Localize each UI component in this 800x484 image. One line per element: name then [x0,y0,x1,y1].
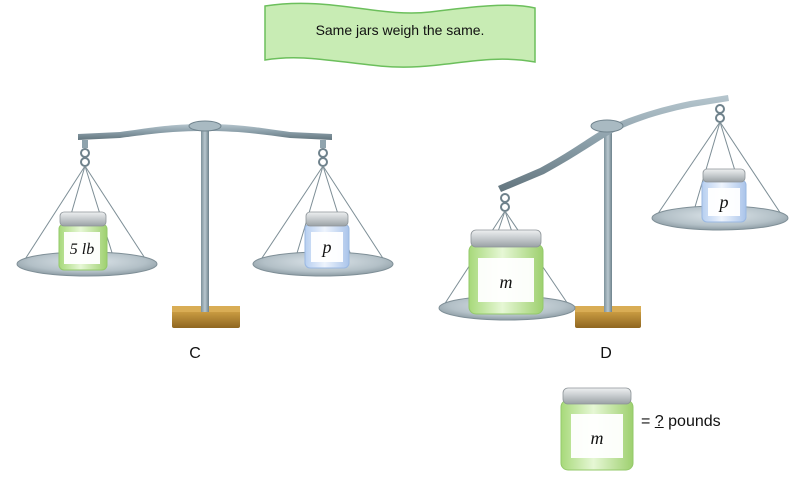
scale-c-right-jar: p [304,211,350,269]
scale-d-right-jar: p [701,168,747,223]
answer-line: = ? pounds [641,413,721,431]
scale-c-left-jar: 5 lb [58,211,108,271]
scale-d-left-jar: m [468,229,544,315]
scale-d-right-hook [715,104,725,123]
answer-jar-label: m [591,428,604,448]
banner [264,2,536,68]
equals-sign: = [641,413,651,430]
scale-c: 5 lb p [16,120,394,328]
answer-jar: m [560,387,634,471]
scale-c-right-jar-label: p [321,237,332,257]
answer-blank[interactable]: ? [654,413,664,430]
scale-d: m p [438,95,789,328]
scale-c-pole [201,128,209,312]
banner-text: Same jars weigh the same. [315,22,485,38]
scale-c-left-jar-label: 5 lb [70,241,94,258]
scale-c-right-hook [318,148,328,167]
scale-d-left-hook [500,193,510,212]
scale-d-pole [604,130,612,312]
scale-d-base [575,308,641,328]
answer-unit: pounds [668,413,721,430]
scale-d-label: D [600,345,612,362]
scale-d-left-jar-label: m [500,272,513,292]
scale-c-base [172,308,240,328]
scale-c-left-hook [80,148,90,167]
scale-d-beam [498,95,729,192]
scale-d-right-jar-label: p [718,192,729,212]
scale-c-label: C [189,345,201,362]
